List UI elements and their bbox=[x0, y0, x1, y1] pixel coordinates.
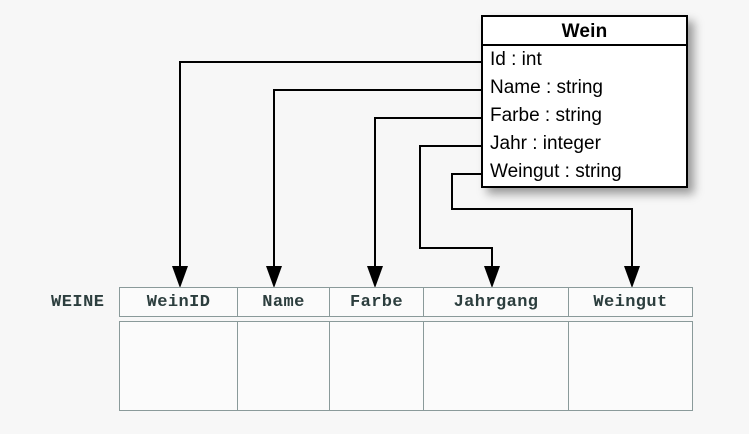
uml-attribute-farbe: Farbe : string bbox=[490, 105, 602, 126]
table-cell-weingut[interactable] bbox=[568, 321, 693, 411]
table-cell-farbe[interactable] bbox=[329, 321, 424, 411]
uml-class-box-wein[interactable]: Wein Id : int Name : string Farbe : stri… bbox=[481, 15, 688, 188]
column-header-weinid[interactable]: WeinID bbox=[119, 287, 238, 317]
uml-attribute-list: Id : int Name : string Farbe : string Ja… bbox=[483, 46, 686, 186]
uml-class-title: Wein bbox=[483, 17, 686, 46]
column-header-name[interactable]: Name bbox=[237, 287, 330, 317]
connector-id-to-weinid bbox=[172, 61, 481, 288]
column-header-weingut[interactable]: Weingut bbox=[568, 287, 693, 317]
column-header-jahrgang[interactable]: Jahrgang bbox=[423, 287, 569, 317]
table-row bbox=[119, 321, 693, 411]
table-cell-name[interactable] bbox=[237, 321, 330, 411]
table-header-row: WeinID Name Farbe Jahrgang Weingut bbox=[119, 287, 693, 317]
table-cell-weinid[interactable] bbox=[119, 321, 238, 411]
connector-jahr-to-jahrgang bbox=[419, 145, 500, 288]
relational-table-weine[interactable]: WeinID Name Farbe Jahrgang Weingut bbox=[119, 287, 693, 411]
connector-farbe-to-farbe bbox=[367, 117, 481, 288]
uml-attribute-id: Id : int bbox=[490, 49, 542, 70]
column-header-farbe[interactable]: Farbe bbox=[329, 287, 424, 317]
uml-attribute-jahr: Jahr : integer bbox=[490, 133, 601, 154]
connector-name-to-name bbox=[266, 89, 481, 288]
uml-attribute-weingut: Weingut : string bbox=[490, 161, 622, 182]
uml-attribute-name: Name : string bbox=[490, 77, 603, 98]
connector-weingut-to-weingut bbox=[451, 173, 640, 288]
relation-name-label: WEINE bbox=[51, 293, 105, 312]
table-cell-jahrgang[interactable] bbox=[423, 321, 569, 411]
